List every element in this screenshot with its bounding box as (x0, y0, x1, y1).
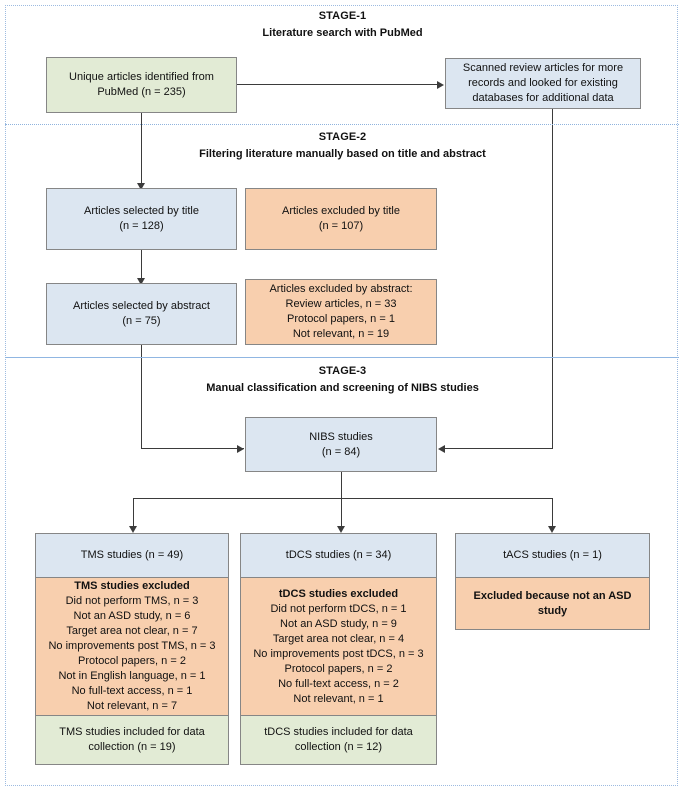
connector-nibs-branch-bar (133, 498, 553, 499)
box-tms-studies-excluded: TMS studies excluded Did not perform TMS… (35, 577, 229, 716)
connector-branch-tacs (552, 498, 553, 528)
box-tms-studies-excluded-heading: TMS studies excluded (74, 580, 190, 592)
column-tms: TMS studies (n = 49) TMS studies exclude… (35, 533, 229, 765)
box-nibs-studies: NIBS studies (n = 84) (245, 417, 437, 472)
connector-branch-tms (133, 498, 134, 528)
box-tacs-studies-excluded: Excluded because not an ASD study (455, 577, 650, 630)
arrowhead-to-tdcs-column (337, 526, 345, 533)
box-articles-excluded-by-title: Articles excluded by title (n = 107) (245, 188, 437, 250)
box-articles-selected-by-abstract-text: Articles selected by abstract (n = 75) (73, 300, 210, 327)
box-tacs-studies-excluded-text: Excluded because not an ASD study (473, 589, 632, 617)
box-tdcs-studies-included-text: tDCS studies included for data collectio… (264, 726, 413, 753)
stage-divider-1-2 (5, 124, 679, 125)
box-tacs-studies-header: tACS studies (n = 1) (455, 533, 650, 578)
arrowhead-to-tacs-column (548, 526, 556, 533)
stage-2-subtitle: Filtering literature manually based on t… (199, 148, 486, 160)
box-tdcs-studies-header: tDCS studies (n = 34) (240, 533, 437, 578)
stage-divider-2-3 (5, 357, 679, 358)
column-tdcs: tDCS studies (n = 34) tDCS studies exclu… (240, 533, 437, 765)
box-articles-excluded-by-abstract-text: Articles excluded by abstract: Review ar… (269, 283, 413, 340)
connector-abstract-to-nibs-vertical (141, 345, 142, 448)
column-tacs: tACS studies (n = 1) Excluded because no… (455, 533, 650, 630)
connector-pubmed-to-selected-title (141, 113, 142, 185)
box-tms-studies-header-text: TMS studies (n = 49) (80, 549, 184, 561)
connector-pubmed-to-scanned (237, 84, 437, 85)
arrowhead-to-tms-column (129, 526, 137, 533)
box-scanned-review-articles-text: Scanned review articles for more records… (462, 62, 624, 104)
box-tms-studies-header: TMS studies (n = 49) (35, 533, 229, 578)
arrowhead-to-selected-title (137, 183, 145, 190)
connector-branch-tdcs (341, 498, 342, 528)
stage-1-title: STAGE-1 (318, 10, 367, 22)
arrowhead-to-nibs-from-left (237, 445, 244, 453)
stage-2-title: STAGE-2 (318, 131, 367, 143)
box-tdcs-studies-included: tDCS studies included for data collectio… (240, 715, 437, 765)
connector-abstract-to-nibs-horizontal (141, 448, 244, 449)
arrowhead-to-selected-abstract (137, 278, 145, 285)
box-unique-articles-pubmed-text: Unique articles identified from PubMed (… (69, 71, 214, 98)
box-articles-selected-by-title: Articles selected by title (n = 128) (46, 188, 237, 250)
stage-3-title: STAGE-3 (318, 365, 367, 377)
box-articles-excluded-by-abstract: Articles excluded by abstract: Review ar… (245, 279, 437, 345)
box-unique-articles-pubmed: Unique articles identified from PubMed (… (46, 57, 237, 113)
arrowhead-to-scanned-box (437, 81, 444, 89)
box-articles-excluded-by-title-text: Articles excluded by title (n = 107) (282, 205, 400, 232)
box-tdcs-studies-header-text: tDCS studies (n = 34) (285, 549, 392, 561)
box-tms-studies-included: TMS studies included for data collection… (35, 715, 229, 765)
box-articles-selected-by-title-text: Articles selected by title (n = 128) (84, 205, 199, 232)
connector-nibs-trunk (341, 472, 342, 499)
stage-3-subtitle: Manual classification and screening of N… (206, 382, 479, 394)
box-scanned-review-articles: Scanned review articles for more records… (445, 58, 641, 109)
connector-title-to-abstract (141, 250, 142, 281)
box-tdcs-studies-excluded: tDCS studies excluded Did not perform tD… (240, 577, 437, 716)
box-tdcs-studies-excluded-heading: tDCS studies excluded (278, 587, 399, 600)
connector-scanned-to-nibs-horizontal (445, 448, 553, 449)
stage-1-subtitle: Literature search with PubMed (262, 27, 423, 39)
box-tacs-studies-header-text: tACS studies (n = 1) (503, 549, 602, 561)
box-tdcs-studies-excluded-items: Did not perform tDCS, n = 1 Not an ASD s… (253, 602, 424, 705)
box-articles-selected-by-abstract: Articles selected by abstract (n = 75) (46, 283, 237, 345)
box-nibs-studies-text: NIBS studies (n = 84) (309, 430, 373, 458)
box-tms-studies-included-text: TMS studies included for data collection… (59, 726, 205, 753)
arrowhead-to-nibs-from-right (438, 445, 445, 453)
box-tms-studies-excluded-items: Did not perform TMS, n = 3 Not an ASD st… (48, 595, 216, 712)
connector-scanned-to-nibs-vertical (552, 109, 553, 449)
